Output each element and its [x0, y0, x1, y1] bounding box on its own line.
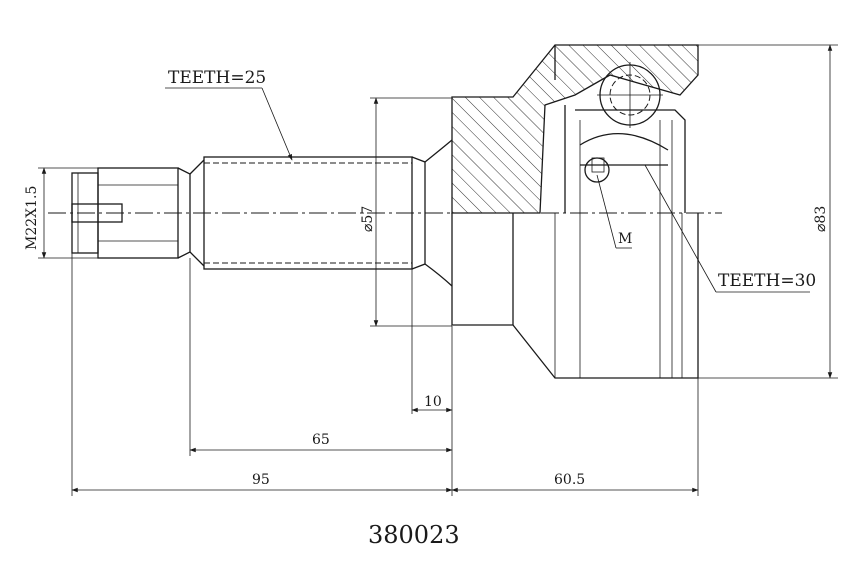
m-label: M	[618, 231, 632, 247]
part-number: 380023	[368, 521, 460, 549]
callout-inner-teeth: TEETH=30	[644, 164, 816, 293]
dim-housing-diameter: ⌀83	[698, 44, 838, 379]
outer-teeth-label: TEETH=25	[168, 68, 266, 88]
dim-10: 10	[411, 269, 453, 414]
callout-outer-teeth: TEETH=25	[165, 68, 293, 161]
splined-shaft	[203, 139, 453, 287]
dim-65-label: 65	[312, 432, 330, 448]
dim-10-label: 10	[424, 394, 442, 410]
dim-thread: M22X1.5	[24, 167, 98, 259]
dim-60-5: 60.5	[451, 378, 699, 496]
dim-shaft-diameter: ⌀57	[360, 97, 452, 327]
callout-m: M	[596, 174, 632, 249]
shaft-diameter-label: ⌀57	[360, 206, 376, 232]
dim-60-5-label: 60.5	[554, 472, 585, 488]
inner-race-cage	[564, 62, 686, 213]
dim-95-label: 95	[252, 472, 270, 488]
housing-diameter-label: ⌀83	[813, 206, 829, 232]
dim-65: 65	[189, 258, 453, 456]
inner-teeth-label: TEETH=30	[718, 271, 816, 291]
dim-95: 95	[71, 253, 453, 496]
thread-label: M22X1.5	[24, 186, 40, 250]
